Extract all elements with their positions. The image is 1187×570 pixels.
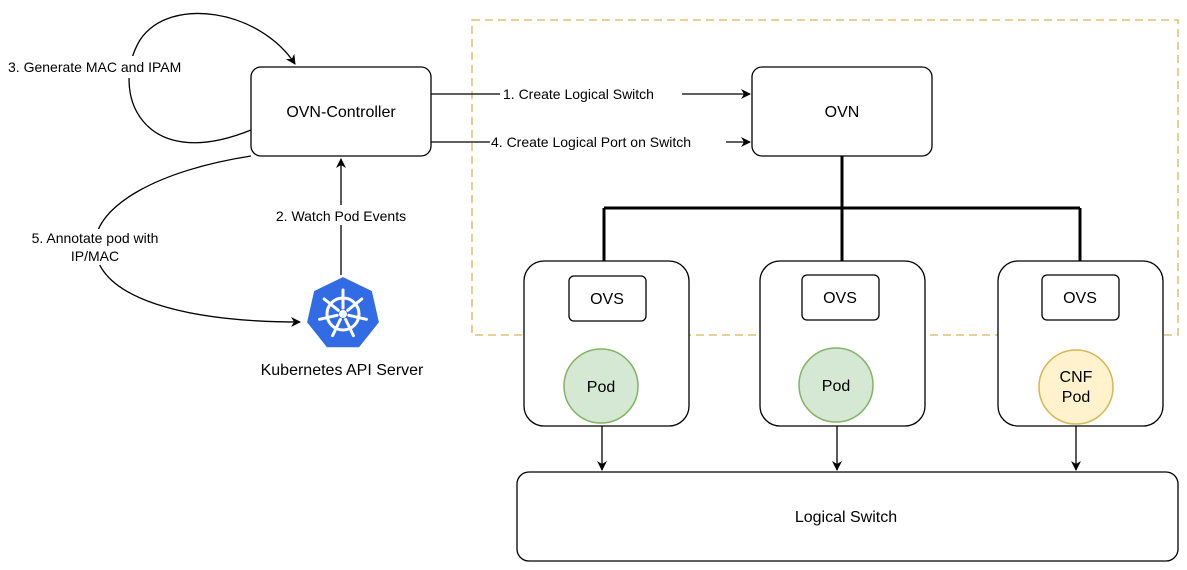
ovn-node[interactable]: OVN <box>751 66 933 157</box>
ovs-label: OVS <box>590 291 624 308</box>
cnf-pod-node[interactable]: CNF Pod <box>1038 349 1114 425</box>
annotate-edge-label-line1: 5. Annotate pod with <box>32 230 159 246</box>
generate-mac-loop-edge <box>128 12 296 144</box>
ovs-label: OVS <box>823 290 857 307</box>
ovn-controller-label: OVN-Controller <box>286 104 396 121</box>
create-port-edge-label: 4. Create Logical Port on Switch <box>491 134 691 150</box>
ovs-node[interactable]: OVS <box>568 275 647 322</box>
kubernetes-icon[interactable] <box>305 275 381 350</box>
ovn-label: OVN <box>825 104 860 121</box>
watch-events-edge-label: 2. Watch Pod Events <box>276 208 406 224</box>
ovs-node[interactable]: OVS <box>1041 274 1120 321</box>
annotate-edge-label-line2: IP/MAC <box>71 248 119 264</box>
logical-switch-node[interactable]: Logical Switch <box>516 471 1179 562</box>
ovs-node[interactable]: OVS <box>801 274 880 321</box>
logical-switch-label: Logical Switch <box>795 509 897 526</box>
pod-node[interactable]: Pod <box>798 347 874 423</box>
ovn-domain-region <box>471 19 1179 336</box>
pod-label: Pod <box>822 378 850 395</box>
pod-node[interactable]: Pod <box>563 348 639 424</box>
create-switch-edge-label: 1. Create Logical Switch <box>503 86 654 102</box>
cnf-pod-label-line2: Pod <box>1062 389 1090 406</box>
ovn-controller-node[interactable]: OVN-Controller <box>250 66 432 157</box>
ovn-to-ovs-connector <box>602 156 1082 262</box>
generate-mac-edge-label: 3. Generate MAC and IPAM <box>8 59 181 75</box>
pod-label: Pod <box>587 379 615 396</box>
cnf-pod-label-line1: CNF <box>1060 369 1093 386</box>
kubernetes-api-label: Kubernetes API Server <box>261 362 424 379</box>
ovs-label: OVS <box>1063 290 1097 307</box>
